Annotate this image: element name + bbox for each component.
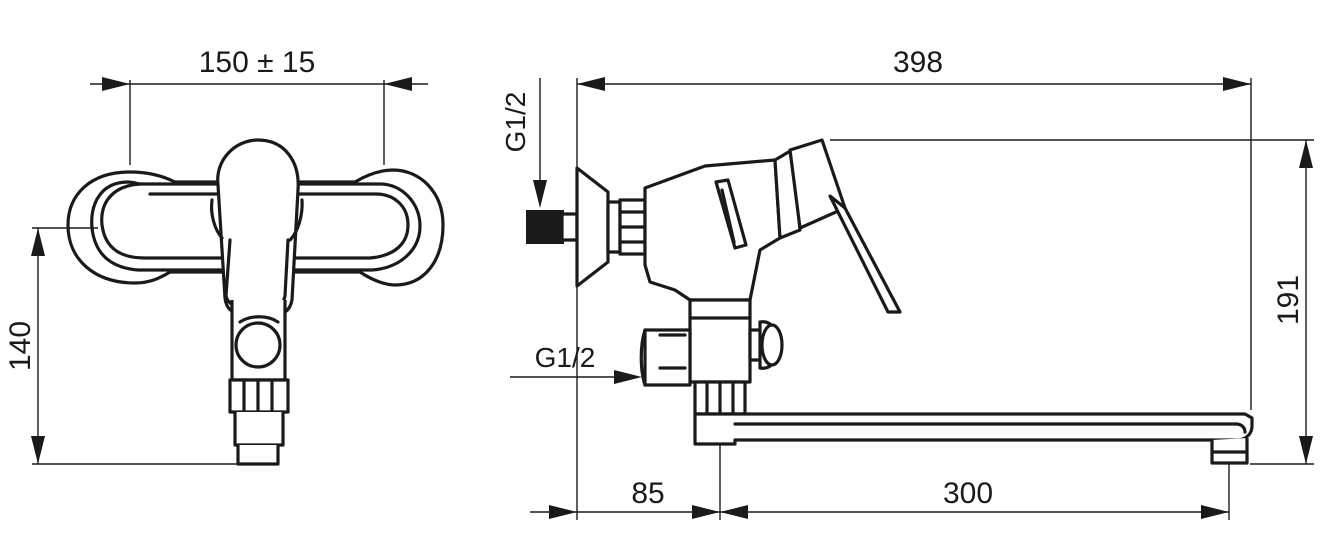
front-width-dimension: 150 ± 15 (90, 46, 428, 165)
dimension-arrow (692, 505, 720, 519)
dimension-arrow (1201, 505, 1229, 519)
wall-to-spout-label: 85 (631, 477, 664, 510)
overall-height-label: 191 (1272, 275, 1305, 325)
dimension-arrow (31, 436, 45, 464)
dimension-arrow (102, 77, 130, 91)
spout (693, 412, 1254, 465)
front-height-label: 140 (4, 321, 37, 371)
dimension-arrow (31, 228, 45, 256)
side-view: G1/2 G1/2 398 191 85 (500, 46, 1314, 520)
dimension-arrow (720, 505, 748, 519)
spout-reach-label: 300 (943, 477, 993, 510)
overall-length-label: 398 (893, 46, 943, 79)
dimension-arrow (1299, 140, 1313, 168)
bottom-dimensions: 85 300 (530, 477, 1229, 519)
front-width-label: 150 ± 15 (199, 46, 316, 79)
dimension-arrow (384, 77, 412, 91)
dimension-arrow (1299, 436, 1313, 464)
outlet-thread-label: G1/2 (535, 342, 596, 373)
inlet-thread-label: G1/2 (500, 92, 531, 153)
callout-arrow (533, 180, 547, 208)
diverter-block (639, 298, 784, 416)
overall-height-dimension: 191 (1272, 140, 1313, 464)
overall-length-dimension: 398 (577, 46, 1251, 91)
outlet-thread-callout: G1/2 (510, 342, 642, 384)
side-view-mixer-body (643, 138, 902, 314)
front-view-mixer-body (66, 138, 445, 466)
dimension-arrow (1223, 77, 1251, 91)
dimension-arrow (577, 77, 605, 91)
inlet-thread-callout: G1/2 (500, 78, 547, 208)
dimension-arrow (549, 505, 577, 519)
front-view: 150 ± 15 140 (4, 46, 445, 466)
front-height-dimension: 140 (4, 227, 240, 465)
callout-arrow (614, 370, 642, 384)
